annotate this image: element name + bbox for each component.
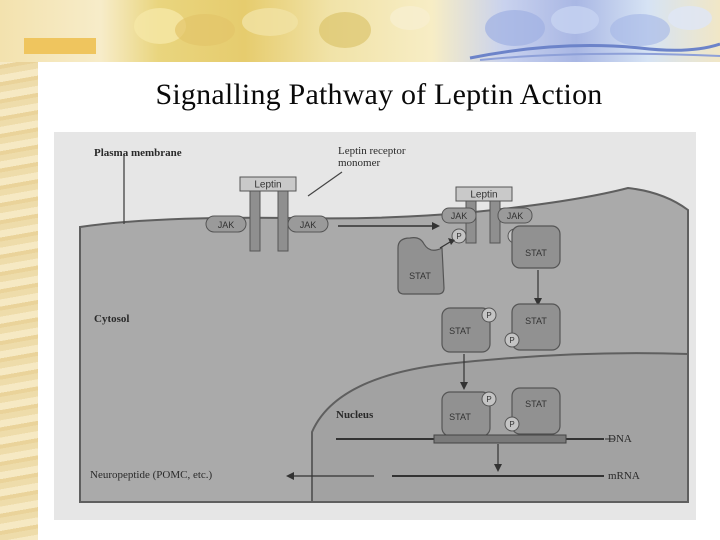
stat-free — [397, 237, 445, 295]
leptin-pathway-figure: Plasma membrane Leptin receptor monomer … — [54, 132, 696, 520]
jak-label-2b: JAK — [507, 211, 524, 221]
leptin-box-2 — [455, 186, 513, 202]
label-dna: DNA — [608, 433, 632, 445]
parchment-border — [0, 0, 38, 540]
gold-accent-bar — [24, 38, 96, 54]
label-receptor-monomer-1: Leptin receptor — [338, 145, 406, 157]
stat-dimer-b — [511, 303, 561, 351]
stat-bound — [511, 225, 561, 269]
stat-bind-arrow — [439, 241, 451, 249]
stat-bound-label: STAT — [525, 248, 547, 258]
phospho-p1 — [451, 228, 467, 244]
jak-2a — [441, 207, 477, 224]
decorative-banner — [0, 0, 720, 62]
jak-label-2a: JAK — [451, 211, 468, 221]
dimer-arrowhead — [534, 298, 542, 306]
phospho-p6 — [504, 416, 520, 432]
phospho-p3 — [481, 307, 497, 323]
label-receptor-monomer-2: monomer — [338, 157, 380, 169]
nucleus-region — [311, 352, 689, 503]
translation-arrowhead — [286, 472, 294, 480]
dna-promoter — [433, 434, 567, 444]
phospho-p5-label: P — [486, 395, 491, 404]
transcription-arrowhead — [494, 464, 502, 472]
phospho-p4 — [504, 332, 520, 348]
phospho-p1-label: P — [456, 232, 461, 241]
phospho-p5 — [481, 391, 497, 407]
label-mrna: mRNA — [608, 470, 640, 482]
flower-decoration — [134, 6, 720, 61]
leptin-box-1 — [239, 176, 297, 192]
jak-1b — [287, 215, 329, 233]
stat-dimer-b-label: STAT — [525, 316, 547, 326]
stat-nuclear-b — [511, 387, 561, 435]
leptin-label-2: Leptin — [470, 190, 497, 201]
jak-1a — [205, 215, 247, 233]
label-neuropeptide: Neuropeptide (POMC, etc.) — [90, 469, 213, 481]
label-nucleus: Nucleus — [336, 409, 374, 421]
stat-free-label: STAT — [409, 271, 431, 281]
phospho-p3-label: P — [486, 311, 491, 320]
slide-title: Signalling Pathway of Leptin Action — [155, 78, 603, 111]
stat-nuclear-a-label: STAT — [449, 412, 471, 422]
phospho-p4-label: P — [509, 336, 514, 345]
activation-arrowhead — [432, 222, 440, 230]
stat-bind-arrowhead — [448, 238, 455, 245]
receptor-stalk-2b — [489, 200, 501, 244]
label-cytosol: Cytosol — [94, 313, 129, 325]
stat-dimer-a — [441, 307, 491, 353]
jak-label-1b: JAK — [300, 220, 317, 230]
monomer-pointer-line — [307, 171, 343, 197]
leptin-label-1: Leptin — [254, 180, 281, 191]
jak-2b — [497, 207, 533, 224]
label-plasma-membrane: Plasma membrane — [94, 147, 182, 159]
receptor-stalk-1a — [249, 190, 261, 252]
nuclear-import-arrowhead — [460, 382, 468, 390]
stat-dimer-a-label: STAT — [449, 326, 471, 336]
phospho-p6-label: P — [509, 420, 514, 429]
receptor-stalk-1b — [277, 190, 289, 252]
jak-label-1a: JAK — [218, 220, 235, 230]
stat-nuclear-b-label: STAT — [525, 399, 547, 409]
